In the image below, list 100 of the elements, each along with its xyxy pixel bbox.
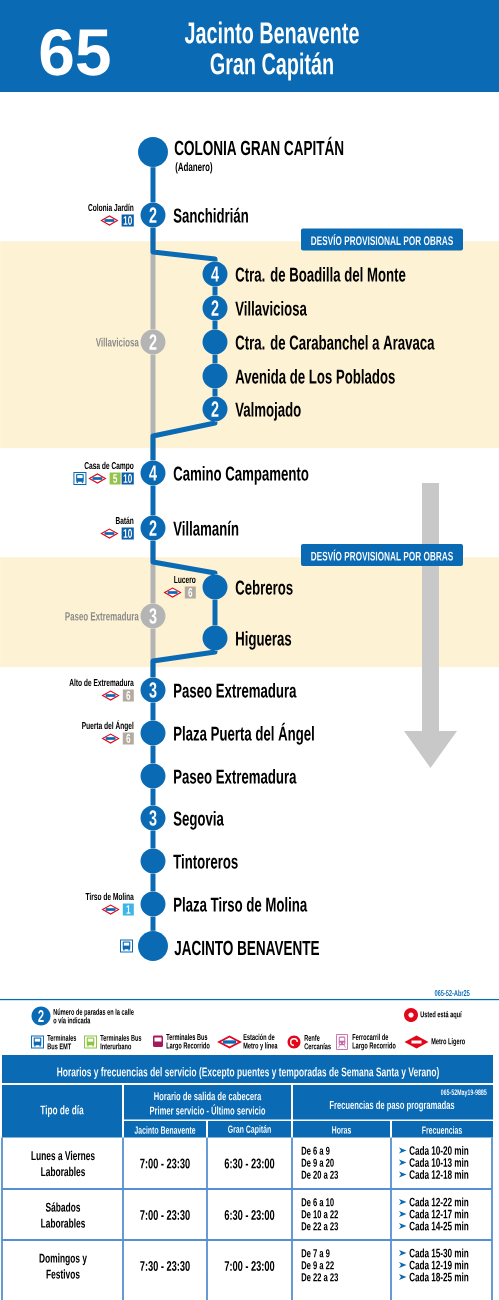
time-range: 6:30 - 23:00 [224, 1210, 275, 1220]
route-line [212, 320, 218, 330]
station-name: Tirso de Molina [85, 892, 134, 901]
route-line [150, 540, 218, 577]
route-line [150, 916, 156, 931]
route-number: 65 [40, 28, 110, 76]
route-line [212, 599, 218, 626]
hour-range: De 9 a 22 [301, 1261, 334, 1270]
frequency: Cada 12-17 min [409, 1209, 469, 1219]
line-badge: 10 [121, 214, 134, 227]
line-badge: 1 [122, 903, 134, 916]
frequency: Cada 14-25 min [409, 1221, 469, 1231]
route-line [150, 788, 156, 806]
route-line [150, 873, 156, 892]
legend-text: Estación de Metro y línea [243, 1033, 278, 1051]
hour-range: De 6 a 10 [301, 1198, 334, 1207]
stop-name: Paseo Extremadura [174, 769, 297, 784]
table-title: Horarios y frecuencias del servicio (Excepto puentes y temporadas de Semana Santa y Verano) [2, 1055, 493, 1083]
station-name: Lucero [174, 576, 196, 584]
line-badge: 6 [184, 586, 196, 599]
time-range: 7:30 - 23:30 [140, 1261, 190, 1271]
stop-name: Segovia [173, 811, 224, 830]
legend-text: Terminales Bus EMT [47, 1034, 77, 1050]
route-line [150, 167, 156, 203]
stop-circle [140, 891, 166, 917]
stop-circle [202, 625, 228, 651]
time-range: 7:00 - 23:30 [140, 1210, 190, 1220]
line-badge: 5 [109, 472, 121, 485]
legend-text: Metro Ligero [431, 1038, 465, 1046]
time-range: 7:00 - 23:30 [140, 1158, 190, 1169]
frequency: Cada 10-20 min [409, 1145, 469, 1155]
stop-name: Plaza Tirso de Molina [174, 897, 308, 912]
route-line [212, 354, 218, 364]
route-line [212, 388, 218, 397]
route-line [150, 419, 218, 461]
stop-circle [138, 931, 168, 961]
hour-range: De 10 a 22 [301, 1210, 338, 1219]
frequency: Cada 18-25 min [409, 1272, 469, 1282]
legend-text: Número de paradas en la calle o vía indicada [53, 1008, 134, 1024]
header-cell: Horas [293, 1121, 390, 1138]
stop-name: Cebreros [235, 580, 293, 595]
stop-name: Paseo Extremadura [65, 611, 139, 621]
stop-circle [140, 848, 166, 874]
header-cell: Gran Capitán [208, 1121, 291, 1138]
stop-name: COLONIA GRAN CAPITÁN [174, 136, 344, 156]
route-line [150, 485, 156, 516]
station-name: Puerta del Ángel [82, 720, 134, 732]
stop-name: Ctra. de Boadilla del Monte [235, 267, 406, 282]
route-line [150, 830, 156, 849]
reference-code: 065-52-Abr25 [434, 989, 470, 997]
stop-name: Tintoreros [173, 854, 238, 869]
route-title: Jacinto Benavente Gran Capitán [184, 21, 359, 81]
stop-name: Villaviciosa [235, 301, 307, 316]
frequency: Cada 15-30 min [409, 1248, 469, 1258]
frequency: Cada 10-13 min [409, 1157, 469, 1167]
legend-text: Ferrocarril de Largo Recorrido [352, 1033, 396, 1051]
route-line [212, 286, 218, 296]
stop-circle [202, 329, 228, 355]
reference-code: 065-52May19-9885 [440, 1089, 487, 1097]
stop-circle [202, 574, 228, 600]
stop-circle [140, 763, 166, 789]
time-range: 6:30 - 23:00 [224, 1158, 275, 1169]
stop-name: Villaviciosa [95, 337, 139, 347]
stop-name: Plaza Puerta del Ángel [174, 722, 314, 745]
header-cell: Tipo de día [2, 1085, 122, 1138]
stop-name: Ctra. de Carabanchel a Aravaca [235, 335, 435, 350]
route-line [150, 702, 156, 721]
route-line [150, 227, 218, 262]
legend-text: Renfe Cercanías [304, 1034, 331, 1050]
stop-name: Higueras [236, 631, 292, 650]
hour-range: De 9 a 20 [301, 1158, 334, 1167]
hour-range: De 6 a 9 [301, 1146, 330, 1155]
stop-circle [202, 363, 228, 389]
hour-range: De 22 a 23 [301, 1222, 339, 1231]
detour-tag: DESVÍO PROVISIONAL POR OBRAS [301, 544, 463, 566]
station-name: Casa de Campo [84, 461, 134, 472]
stop-name: Camino Campamento [173, 466, 309, 485]
legend-text: Terminales Bus Interurbano [100, 1034, 142, 1050]
line-badge: 6 [122, 689, 134, 702]
frequency: Cada 12-18 min [409, 1169, 469, 1179]
route-line [150, 745, 156, 764]
header-cell: Jacinto Benavente [124, 1121, 206, 1138]
station-name: Batán [115, 516, 134, 525]
stop-name: Avenida de Los Poblados [235, 369, 395, 384]
day-type: Sábados Laborables [41, 1202, 85, 1228]
station-name: Colonia Jardín [88, 203, 134, 212]
day-type: Domingos y Festivos [39, 1253, 87, 1279]
legend-text: Terminales Bus Largo Recorrido [166, 1033, 210, 1051]
stop-subtitle: (Adanero) [175, 162, 213, 174]
hour-range: De 7 a 9 [301, 1249, 330, 1258]
route-line [150, 648, 218, 678]
stop-name: JACINTO BENAVENTE [174, 940, 319, 956]
frequency: Cada 12-22 min [409, 1197, 469, 1207]
hour-range: De 22 a 23 [301, 1273, 339, 1282]
legend-text: Usted está aquí [420, 1011, 462, 1019]
hour-range: De 20 a 23 [301, 1170, 339, 1179]
stop-circle [140, 720, 166, 746]
station-name: Alto de Extremadura [69, 678, 134, 687]
stop-name: Valmojado [235, 402, 301, 421]
header-cell: Frecuencias [392, 1121, 493, 1138]
